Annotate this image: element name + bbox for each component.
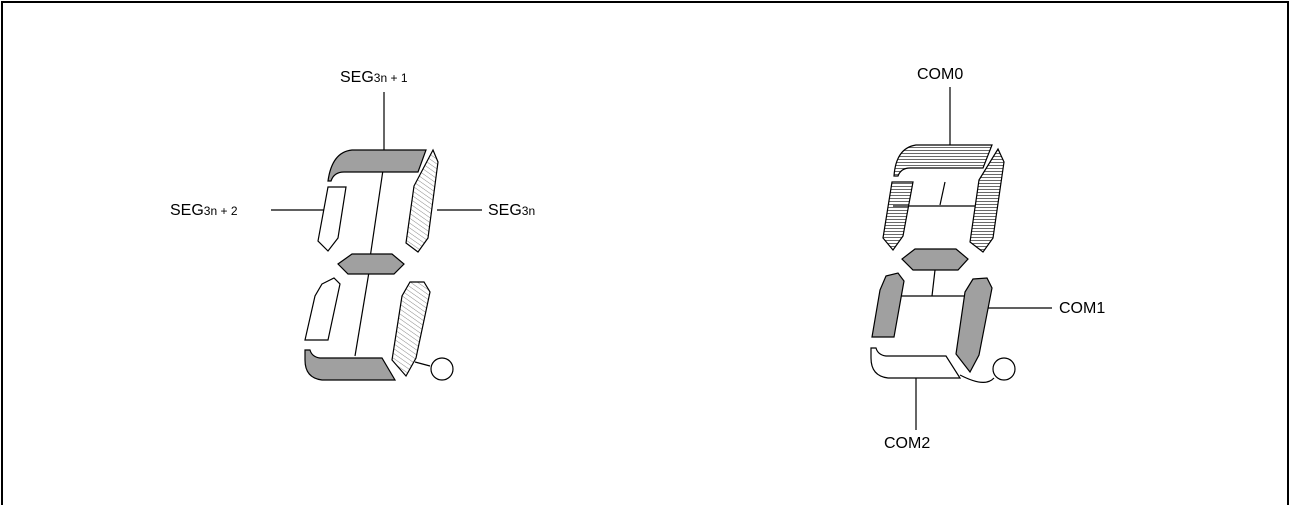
com-digit-diagram: COM0 COM1 COM2 xyxy=(870,66,1105,452)
seg-left-label: SEG3n + 2 xyxy=(170,202,238,219)
com-segment-b xyxy=(969,147,1005,253)
seg-decimal-point xyxy=(430,357,454,381)
seg-segment-a xyxy=(327,149,427,182)
com-segment-d xyxy=(870,347,962,379)
seg-inner-line-upper xyxy=(369,169,384,259)
seg-inner-line-lower xyxy=(354,271,370,357)
com2-label: COM2 xyxy=(884,435,930,452)
com-segment-f xyxy=(882,181,914,251)
seg-segment-e xyxy=(304,277,341,341)
seg-top-label: SEG3n + 1 xyxy=(340,69,408,86)
com1-label: COM1 xyxy=(1059,300,1105,317)
seg-segment-c xyxy=(391,281,431,378)
com-segment-a xyxy=(893,144,993,177)
seg-segment-f xyxy=(317,186,347,252)
com-inner-vertical-upper xyxy=(939,181,946,206)
seg-right-label: SEG3n xyxy=(488,202,535,219)
seg-segment-g xyxy=(337,253,405,275)
com0-label: COM0 xyxy=(917,66,963,83)
com-dp-connector xyxy=(959,374,995,383)
seg-digit-diagram: SEG3n + 1 SEG3n + 2 SEG3n xyxy=(170,69,535,381)
com-segment-e xyxy=(871,272,905,338)
com-decimal-point xyxy=(992,357,1016,381)
com-segment-g xyxy=(901,248,969,271)
seg-segment-d xyxy=(304,349,397,381)
com-segment-c xyxy=(955,277,993,374)
com-inner-vertical-mid xyxy=(931,269,936,297)
seg-dp-connector xyxy=(414,361,431,367)
seg-segment-b xyxy=(405,148,439,253)
